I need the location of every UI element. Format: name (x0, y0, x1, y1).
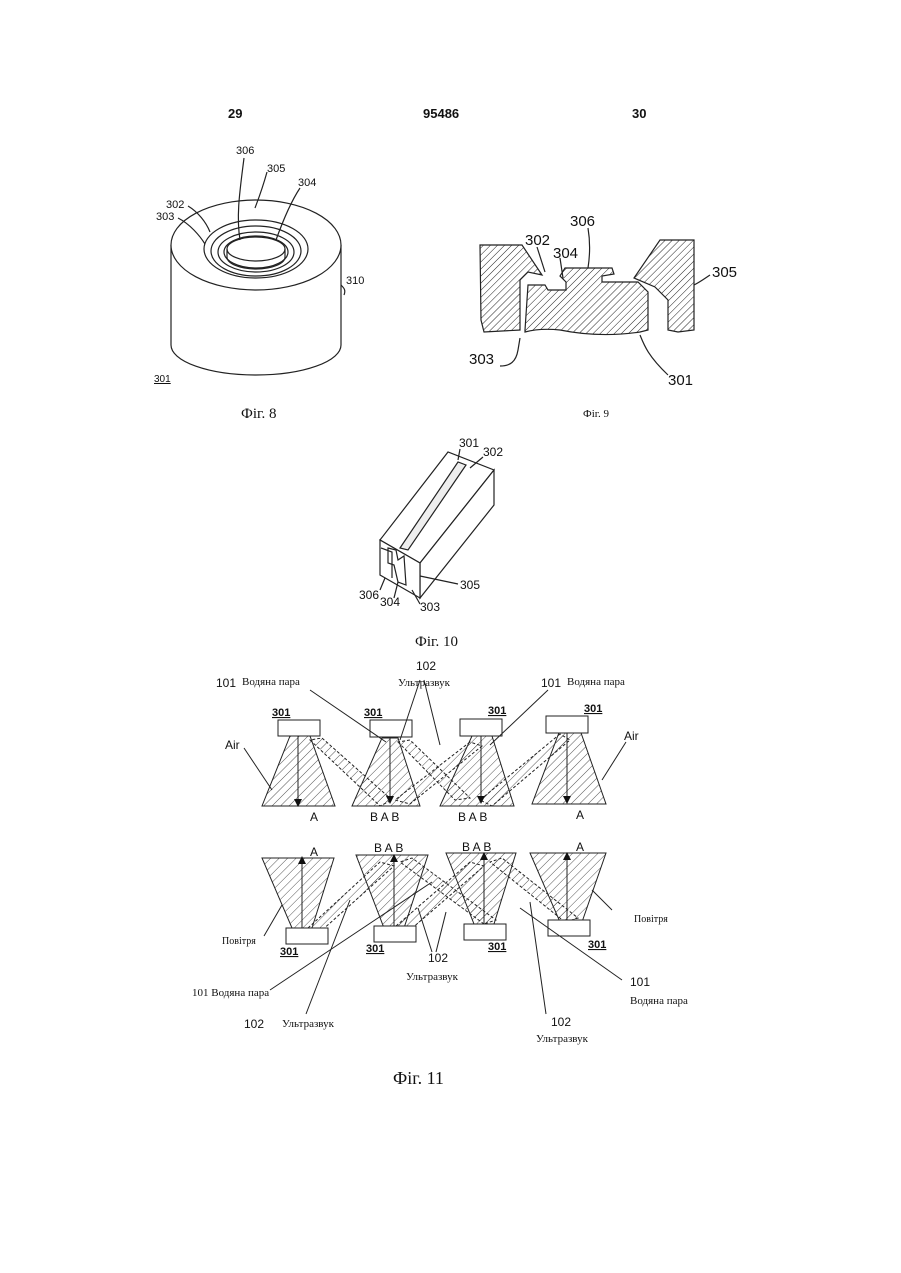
fig9-label-302: 302 (525, 232, 550, 249)
fig11-top-ultrasound: Ультразвук (398, 677, 451, 689)
fig11-top-cones (244, 680, 626, 806)
fig10-label-305: 305 (460, 578, 480, 592)
fig11-top-air-right: Air (624, 729, 639, 743)
fig9-label-305: 305 (712, 264, 737, 281)
fig11-bottom-101-right: 101 (630, 975, 650, 989)
fig10-label-304: 304 (380, 595, 400, 609)
fig8-label-306: 306 (236, 145, 254, 157)
fig11-top-air-left: Air (225, 738, 240, 752)
fig9-label-303: 303 (469, 351, 494, 368)
fig11-bottom-vapor-left: 101 Водяна пара (192, 987, 269, 999)
fig8-label-301: 301 (154, 374, 171, 385)
fig8-label-303: 303 (156, 211, 174, 223)
fig11-top-emitter-2: 301 (364, 707, 382, 719)
fig8-cylinder (171, 158, 345, 375)
fig11-top-102: 102 (416, 659, 436, 673)
fig10-label-306: 306 (359, 588, 379, 602)
fig11-top-101-left: 101 (216, 676, 236, 690)
fig9-cross-section (480, 228, 710, 375)
fig11-bottom-102-right: 102 (551, 1015, 571, 1029)
fig11-bottom-ultrasound-right: Ультразвук (536, 1033, 589, 1045)
fig11-bottom-102-left: 102 (244, 1017, 264, 1031)
fig8-label-305: 305 (267, 163, 285, 175)
fig11-bottom-emitter-3: 301 (488, 941, 506, 953)
fig11-top-beam-3: B A B (458, 810, 487, 824)
fig11-bottom-emitter-4: 301 (588, 939, 606, 951)
fig11-top-emitter-3: 301 (488, 705, 506, 717)
fig10-caption: Фіг. 10 (415, 634, 458, 651)
fig11-top-emitter-1: 301 (272, 707, 290, 719)
fig8-caption: Фіг. 8 (241, 406, 276, 423)
fig10-label-301: 301 (459, 436, 479, 450)
fig11-top-beam-1: A (310, 810, 318, 824)
fig8-label-310: 310 (346, 275, 364, 287)
fig11-bottom-emitter-2: 301 (366, 943, 384, 955)
fig11-bottom-ultrasound-left: Ультразвук (282, 1018, 335, 1030)
fig11-caption: Фіг. 11 (393, 1068, 444, 1089)
fig11-top-vapor-left: Водяна пара (242, 676, 300, 688)
fig11-bottom-air-right: Повітря (634, 914, 668, 925)
fig8-label-304: 304 (298, 177, 316, 189)
fig11-top-101-right: 101 (541, 676, 561, 690)
fig8-label-302: 302 (166, 199, 184, 211)
fig11-bottom-emitter-1: 301 (280, 946, 298, 958)
fig11-top-beam-4: A (576, 808, 584, 822)
fig11-bottom-ultrasound-center: Ультразвук (406, 971, 459, 983)
fig9-caption: Фіг. 9 (583, 408, 609, 420)
fig9-label-304: 304 (553, 245, 578, 262)
fig11-bottom-air-left: Повітря (222, 936, 256, 947)
fig9-label-306: 306 (570, 213, 595, 230)
fig9-label-301: 301 (668, 372, 693, 389)
fig10-label-303: 303 (420, 600, 440, 614)
fig11-top-vapor-right: Водяна пара (567, 676, 625, 688)
fig11-bottom-beam-3: B A B (462, 840, 491, 854)
fig11-bottom-vapor-right: Водяна пара (630, 995, 688, 1007)
fig11-bottom-beam-4: A (576, 840, 584, 854)
fig10-label-302: 302 (483, 445, 503, 459)
fig11-top-emitter-4: 301 (584, 703, 602, 715)
fig11-top-beam-2: B A B (370, 810, 399, 824)
fig11-bottom-cones (262, 853, 622, 1014)
fig11-bottom-beam-2: B A B (374, 841, 403, 855)
fig11-bottom-beam-1: A (310, 845, 318, 859)
fig11-bottom-102-center: 102 (428, 951, 448, 965)
